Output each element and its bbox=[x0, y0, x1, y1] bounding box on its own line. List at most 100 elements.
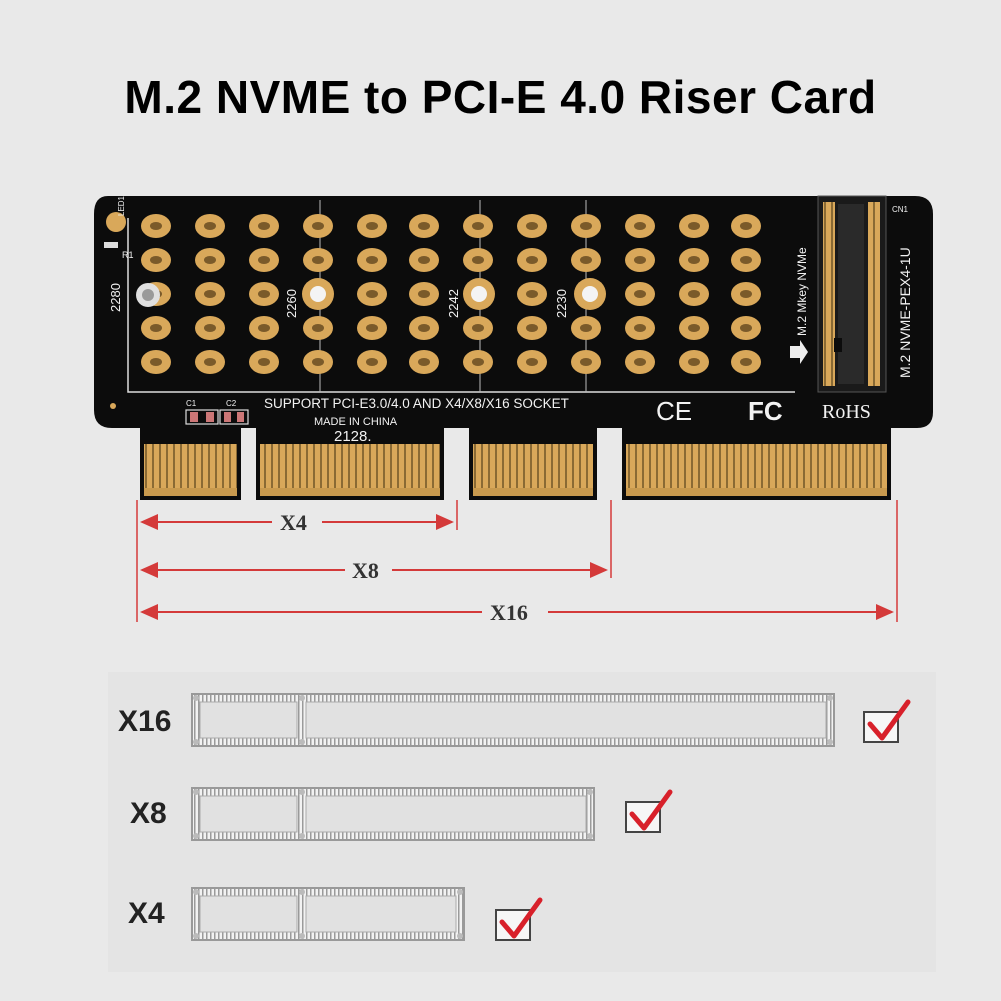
slot-x8: X8 bbox=[130, 787, 673, 841]
checkbox-x8 bbox=[625, 789, 673, 833]
checkbox-x16 bbox=[863, 699, 911, 743]
checkmark-icon bbox=[629, 789, 673, 831]
checkmark-icon bbox=[499, 897, 543, 939]
checkmark-icon bbox=[867, 699, 911, 741]
thermal-pad-via bbox=[740, 290, 752, 298]
slot-x4-label: X4 bbox=[128, 897, 165, 930]
thermal-pad-via bbox=[312, 222, 324, 230]
thermal-pad-via bbox=[150, 358, 162, 366]
thermal-pad-via bbox=[150, 256, 162, 264]
thermal-pad-via bbox=[258, 290, 270, 298]
thermal-pad-via bbox=[526, 358, 538, 366]
insert-direction-arrow bbox=[790, 340, 808, 364]
led-pad bbox=[106, 212, 126, 232]
thermal-pad-via bbox=[580, 256, 592, 264]
thermal-pad-via bbox=[418, 358, 430, 366]
thermal-pad-via bbox=[366, 324, 378, 332]
thermal-pad-via bbox=[204, 222, 216, 230]
checkbox-x4 bbox=[495, 897, 543, 941]
thermal-pad-via bbox=[366, 256, 378, 264]
dimension-x4-label: X4 bbox=[280, 510, 307, 535]
product-title: M.2 NVME to PCI-E 4.0 Riser Card bbox=[124, 71, 877, 123]
capacitor-c1 bbox=[185, 409, 219, 425]
label-led1: LED1 bbox=[117, 195, 126, 216]
support-text: SUPPORT PCI-E3.0/4.0 AND X4/X8/X16 SOCKE… bbox=[264, 396, 569, 411]
length-mark-2242: 2242 bbox=[446, 289, 461, 318]
thermal-pad-via bbox=[258, 222, 270, 230]
dimension-guides: X4 X8 X16 bbox=[136, 500, 898, 625]
capacitor-c2 bbox=[219, 409, 249, 425]
thermal-pad-via bbox=[688, 324, 700, 332]
made-in-text: MADE IN CHINA bbox=[314, 416, 398, 428]
thermal-pad-via bbox=[526, 222, 538, 230]
ce-mark: CE bbox=[656, 396, 692, 426]
length-mark-2280: 2280 bbox=[108, 283, 123, 312]
thermal-pad-via bbox=[366, 222, 378, 230]
thermal-pad-via bbox=[688, 222, 700, 230]
thermal-pad-via bbox=[204, 290, 216, 298]
thermal-pad-via bbox=[366, 290, 378, 298]
thermal-pad-via bbox=[472, 358, 484, 366]
label-c2: C2 bbox=[226, 399, 237, 408]
thermal-pad-via bbox=[740, 222, 752, 230]
gold-fingers-x1 bbox=[144, 444, 237, 492]
thermal-pad-via bbox=[634, 358, 646, 366]
thermal-pad-via bbox=[472, 256, 484, 264]
thermal-pad-grid bbox=[141, 214, 761, 374]
label-r1: R1 bbox=[122, 250, 134, 260]
thermal-pad-via bbox=[418, 324, 430, 332]
slot-x8-label: X8 bbox=[130, 797, 167, 830]
label-c1: C1 bbox=[186, 399, 197, 408]
thermal-pad-via bbox=[688, 358, 700, 366]
thermal-pad-via bbox=[580, 358, 592, 366]
thermal-pad-via bbox=[526, 324, 538, 332]
thermal-pad-via bbox=[258, 324, 270, 332]
thermal-pad-via bbox=[580, 222, 592, 230]
thermal-pad-via bbox=[204, 324, 216, 332]
label-cn1: CN1 bbox=[892, 205, 909, 214]
length-mark-2260: 2260 bbox=[284, 289, 299, 318]
thermal-pad-via bbox=[418, 290, 430, 298]
thermal-pad-via bbox=[312, 324, 324, 332]
thermal-pad-via bbox=[688, 290, 700, 298]
fc-mark: FC bbox=[748, 396, 783, 426]
thermal-pad-via bbox=[418, 222, 430, 230]
thermal-pad-via bbox=[472, 324, 484, 332]
length-mark-2230: 2230 bbox=[554, 289, 569, 318]
thermal-pad-via bbox=[580, 324, 592, 332]
slot-x16: X16 bbox=[118, 693, 911, 747]
thermal-pad-via bbox=[312, 358, 324, 366]
dimension-x16-label: X16 bbox=[490, 600, 528, 625]
pcb-board: LED1 R1 C1 C2 CN1 2280 2260 2242 2230 M.… bbox=[94, 195, 933, 500]
thermal-pad-via bbox=[526, 290, 538, 298]
thermal-pad-via bbox=[740, 256, 752, 264]
thermal-pad-via bbox=[740, 358, 752, 366]
model-label: M.2 NVME-PEX4-1U bbox=[897, 247, 913, 378]
thermal-pad-via bbox=[634, 222, 646, 230]
gold-fingers-x8 bbox=[473, 444, 593, 492]
thermal-pad-via bbox=[204, 358, 216, 366]
thermal-pad-via bbox=[312, 256, 324, 264]
thermal-pad-via bbox=[150, 222, 162, 230]
thermal-pad-via bbox=[740, 324, 752, 332]
slot-x16-label: X16 bbox=[118, 705, 171, 738]
thermal-pad-via bbox=[150, 324, 162, 332]
thermal-pad-via bbox=[688, 256, 700, 264]
thermal-pad-via bbox=[634, 256, 646, 264]
gold-fingers-x4 bbox=[260, 444, 440, 492]
gold-fingers-x16 bbox=[626, 444, 887, 492]
rohs-mark: RoHS bbox=[822, 401, 871, 423]
m2-connector bbox=[817, 195, 887, 393]
thermal-pad-via bbox=[526, 256, 538, 264]
date-code: 2128. bbox=[334, 428, 372, 445]
thermal-pad-via bbox=[366, 358, 378, 366]
slot-x4: X4 bbox=[128, 887, 543, 941]
thermal-pad-via bbox=[204, 256, 216, 264]
connector-label: M.2 Mkey NVMe bbox=[795, 247, 809, 336]
thermal-pad-via bbox=[258, 256, 270, 264]
thermal-pad-via bbox=[634, 290, 646, 298]
thermal-pad-via bbox=[258, 358, 270, 366]
thermal-pad-via bbox=[634, 324, 646, 332]
